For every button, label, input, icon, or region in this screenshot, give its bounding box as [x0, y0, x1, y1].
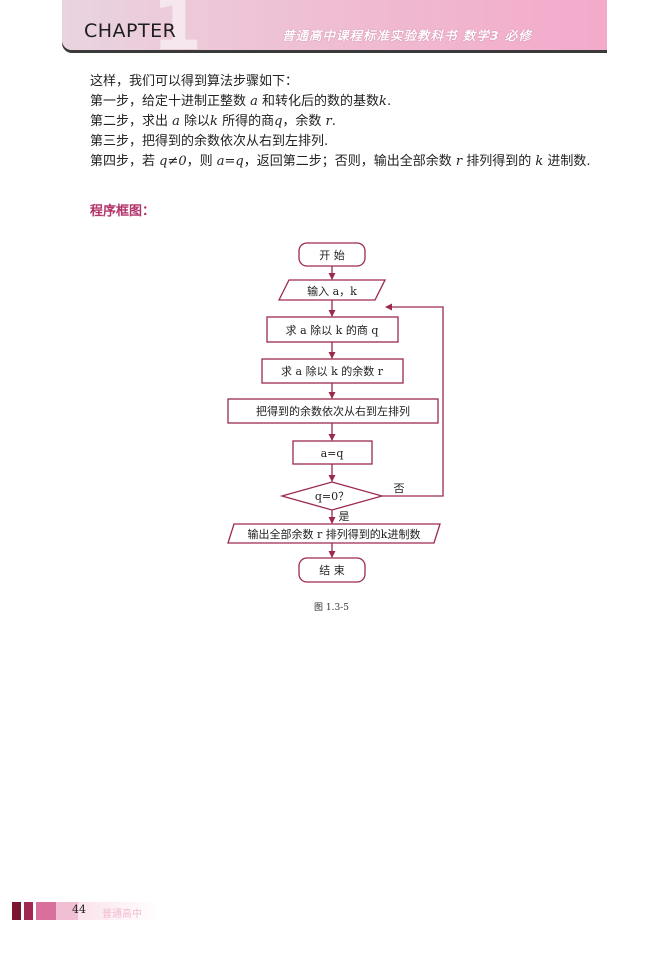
footer-bar-segment: [56, 902, 78, 920]
footer-bar-fade: [78, 902, 160, 920]
step-2-text-b: 除以: [179, 114, 211, 129]
arrow-no-loop: [382, 303, 444, 497]
yes-label: 是: [339, 510, 350, 523]
step-2-text-d: ，余数: [282, 114, 326, 129]
step-4-text-a: 第四步，若: [90, 154, 160, 169]
output-box: [227, 523, 441, 544]
step-4: 第四步，若 q≠0，则 a=q，返回第二步；否则，输出全部余数 r 排列得到的 …: [70, 152, 615, 172]
footer-bar-gap: [21, 902, 24, 920]
step-1-var-a: a: [250, 94, 258, 109]
step-4-var-r: r: [455, 154, 463, 169]
step-2-text-a: 第二步，求出: [90, 114, 173, 129]
output-label: 输出全部余数 r 排列得到的k进制数: [248, 527, 421, 541]
footer-bar-segment: [12, 902, 21, 920]
remainder-label: 求 a 除以 k 的余数 r: [281, 364, 384, 378]
footer-bar-segment: [36, 902, 56, 920]
step-1-text-a: 第一步，给定十进制正整数: [90, 94, 251, 109]
book-title: 普通高中课程标准实验教科书 数学3 必修: [282, 28, 532, 43]
step-1-var-k: k: [379, 94, 387, 109]
step-4-text-d: 排列得到的: [462, 154, 536, 169]
arrange-box: [227, 398, 439, 424]
decision-label: q=0？: [315, 490, 349, 503]
no-label: 否: [394, 482, 405, 495]
step-4-assign: a=q: [216, 154, 244, 169]
figure-caption: 图 1.3-5: [314, 603, 349, 613]
step-2-var-k: k: [210, 114, 218, 129]
footer-faint-text: 普通高中: [102, 909, 142, 920]
start-label: 开 始: [319, 248, 345, 262]
step-4-text-b: ，则: [186, 154, 217, 169]
step-4-var-k: k: [535, 154, 544, 169]
step-2: 第二步，求出 a 除以k 所得的商q，余数 r.: [90, 112, 635, 132]
input-box: [277, 279, 387, 301]
step-2-text-e: .: [331, 114, 336, 129]
page-number: 44: [72, 903, 86, 916]
step-3: 第三步，把得到的余数依次从右到左排列.: [90, 132, 635, 152]
step-2-var-q: q: [274, 114, 283, 129]
end-label: 结 束: [319, 564, 345, 577]
step-1-text-c: .: [386, 94, 392, 109]
footer-color-bar: [12, 902, 160, 920]
step-1-text-b: 和转化后的数的基数: [257, 94, 380, 109]
end-terminal: [298, 557, 366, 583]
assign-label: a=q: [321, 447, 344, 460]
chapter-number: 1: [152, 0, 203, 50]
intro-line: 这样，我们可以得到算法步骤如下：: [90, 72, 635, 92]
chapter-label: CHAPTER: [84, 20, 177, 42]
step-2-var-r: r: [325, 114, 332, 129]
step-3-text: 第三步，把得到的余数依次从右到左排列.: [90, 134, 329, 149]
step-2-text-c: 所得的商: [217, 114, 275, 129]
step-2-var-a: a: [172, 114, 180, 129]
arrange-label: 把得到的余数依次从右到左排列: [256, 404, 410, 418]
chapter-header: 1 CHAPTER 普通高中课程标准实验教科书 数学3 必修: [62, 0, 607, 50]
step-4-text-e: 进制数.: [543, 154, 591, 169]
step-4-text-c: ，返回第二步；否则，输出全部余数: [243, 154, 456, 169]
intro-text: 这样，我们可以得到算法步骤如下：: [90, 74, 299, 89]
input-label: 输入 a，k: [307, 284, 357, 298]
quotient-label: 求 a 除以 k 的商 q: [286, 323, 379, 337]
flowchart-heading: 程序框图：: [90, 204, 156, 219]
step-1: 第一步，给定十进制正整数 a 和转化后的数的基数k.: [90, 92, 635, 112]
footer-bar-segment: [24, 902, 33, 920]
footer-bar-gap: [33, 902, 36, 920]
step-4-cond: q≠0: [159, 154, 187, 169]
